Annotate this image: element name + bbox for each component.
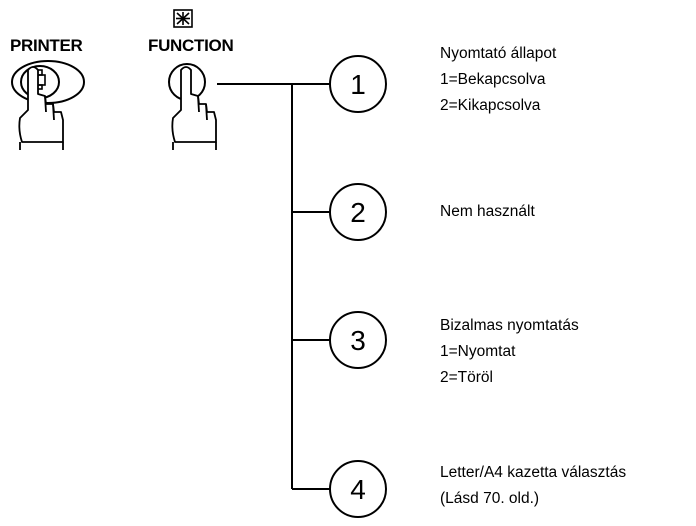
option-4-number: 4: [350, 474, 366, 505]
option-2-circle: 2: [329, 183, 387, 241]
option-1-description: Nyomtató állapot 1=Bekapcsolva 2=Kikapcs…: [440, 41, 556, 119]
option-1-title: Nyomtató állapot: [440, 45, 557, 62]
option-3-description: Bizalmas nyomtatás 1=Nyomtat 2=Töröl: [440, 313, 579, 391]
option-4-note: (Lásd 70. old.): [440, 490, 540, 507]
option-1-circle: 1: [329, 55, 387, 113]
option-4-description: Letter/A4 kazetta választás (Lásd 70. ol…: [440, 460, 626, 512]
option-2-description: Nem használt: [440, 199, 535, 225]
function-key-label: FUNCTION: [148, 36, 234, 55]
printer-key-label: PRINTER: [10, 36, 83, 55]
option-4-title: Letter/A4 kazetta választás: [440, 464, 627, 481]
option-3-number: 3: [350, 325, 366, 356]
menu-connector-lines: [217, 83, 330, 490]
option-2-number: 2: [350, 197, 366, 228]
pressing-finger-icon: [18, 66, 64, 150]
option-3-title: Bizalmas nyomtatás: [440, 317, 579, 334]
option-1-number: 1: [350, 69, 366, 100]
option-3-choice-1: 1=Nyomtat: [440, 343, 516, 360]
option-1-choice-1: 1=Bekapcsolva: [440, 71, 546, 88]
option-4-circle: 4: [329, 460, 387, 518]
option-1-choice-2: 2=Kikapcsolva: [440, 97, 541, 114]
option-3-choice-2: 2=Töröl: [440, 369, 493, 386]
pressing-finger-icon: [171, 66, 217, 150]
option-3-circle: 3: [329, 311, 387, 369]
option-2-title: Nem használt: [440, 203, 535, 220]
printer-key[interactable]: [11, 60, 85, 104]
function-star-icon: [173, 9, 193, 28]
